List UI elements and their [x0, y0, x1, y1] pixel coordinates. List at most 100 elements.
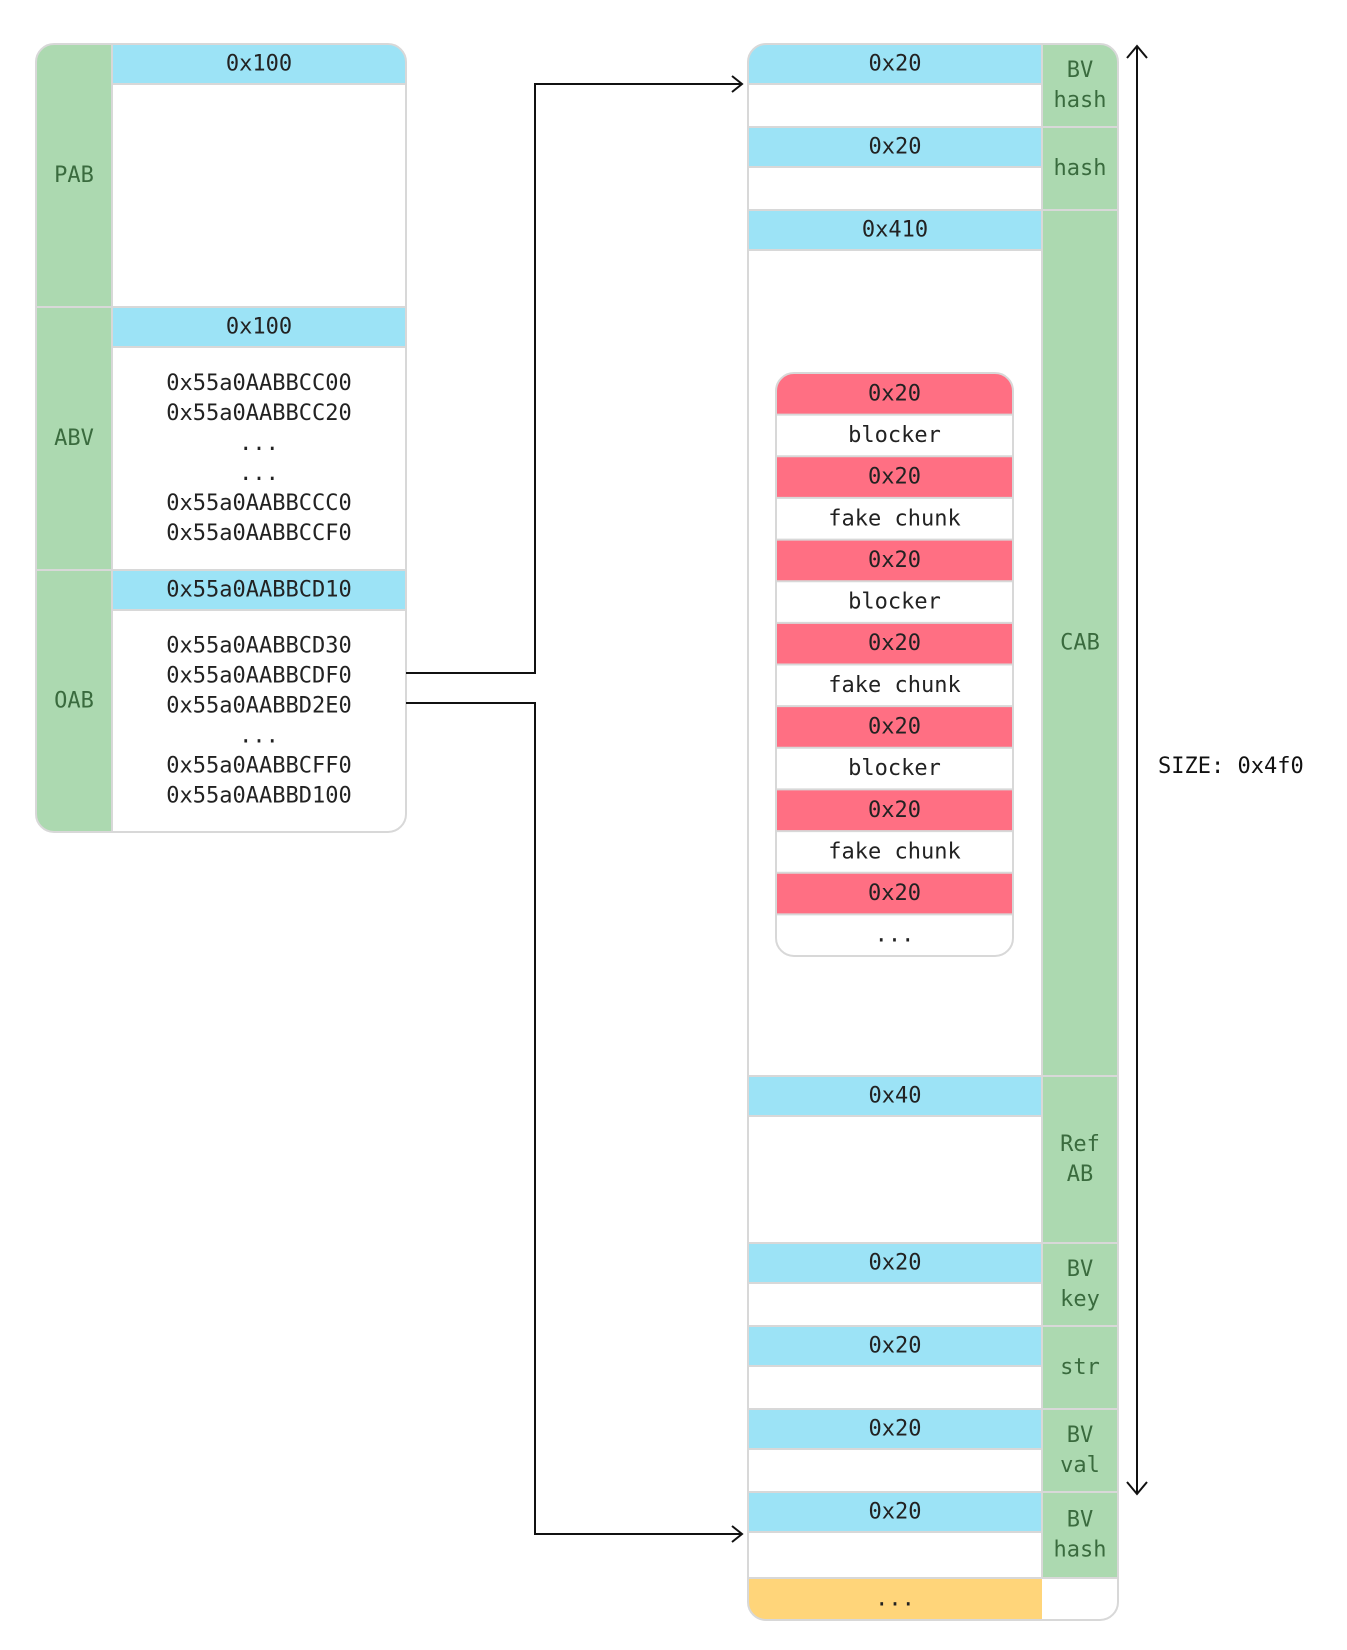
fake-chunk-row-10: 0x20	[868, 798, 921, 823]
pointer-arrow-to-first-chunk	[406, 83, 742, 674]
left-block-1-header-text: 0x100	[226, 315, 292, 340]
fake-chunk-body	[776, 831, 1013, 873]
right-chunk-0-header	[748, 44, 1042, 84]
arrowhead-last-chunk	[731, 1525, 744, 1543]
right-chunk-0-header-text: 0x20	[869, 52, 922, 77]
right-chunk-6-header	[748, 1409, 1042, 1449]
left-block-2-header	[112, 570, 406, 610]
fake-chunk-row-2: 0x20	[868, 465, 921, 490]
fake-chunk-row-0: 0x20	[868, 381, 921, 406]
right-chunk-5-label-0: str	[1060, 1355, 1100, 1380]
fake-chunk-header	[776, 539, 1013, 582]
fake-chunk-row-12: 0x20	[868, 881, 921, 906]
right-chunk-7-header	[748, 1492, 1042, 1532]
fake-chunk-row-7: fake chunk	[828, 673, 960, 698]
fake-chunk-header	[776, 456, 1013, 498]
top-chunk-text: ...	[875, 1587, 915, 1612]
right-chunk-6-label-cell	[1042, 1409, 1118, 1492]
left-block-1-label: ABV	[54, 426, 94, 451]
right-chunk-3-label-1: AB	[1067, 1162, 1094, 1187]
right-chunk-7-label-cell	[1042, 1492, 1118, 1578]
fake-chunk-header	[776, 789, 1013, 832]
right-chunk-7-header-text: 0x20	[869, 1500, 922, 1525]
right-chunk-2-label-0: CAB	[1060, 631, 1100, 656]
right-chunk-7-label-1: hash	[1054, 1538, 1107, 1563]
right-chunk-1-label-cell	[1042, 127, 1118, 210]
left-block-2-header-text: 0x55a0AABBCD10	[166, 578, 351, 603]
left-block-2-line-4: 0x55a0AABBCFF0	[166, 754, 351, 779]
right-chunk-4-header	[748, 1243, 1042, 1283]
left-block-2-line-1: 0x55a0AABBCDF0	[166, 664, 351, 689]
size-indicator: SIZE: 0x4f0	[1126, 44, 1304, 1496]
right-chunk-0-label-0: BV	[1067, 58, 1094, 83]
right-chunk-4-label-0: BV	[1067, 1257, 1094, 1282]
fake-chunk-row-8: 0x20	[868, 714, 921, 739]
fake-chunk-row-6: 0x20	[868, 631, 921, 656]
left-region-border	[35, 43, 407, 833]
fake-chunk-row-3: fake chunk	[828, 506, 960, 531]
arrowhead-first-chunk	[731, 75, 744, 93]
right-chunk-7-label-0: BV	[1067, 1508, 1094, 1533]
left-block-0-label-cell	[36, 44, 112, 307]
right-chunk-6-header-text: 0x20	[869, 1417, 922, 1442]
fake-chunk-row-1: blocker	[848, 423, 941, 448]
left-block-2-label-cell	[36, 570, 112, 832]
right-blank-corner	[1043, 1579, 1118, 1620]
left-block-1-line-2: ...	[239, 431, 279, 456]
left-block-1-header	[112, 307, 406, 347]
fake-chunk-row-5: blocker	[848, 590, 941, 615]
right-chunk-3-header	[748, 1076, 1042, 1116]
fake-chunk-body	[776, 414, 1013, 457]
fake-chunk-header	[776, 872, 1013, 915]
right-chunk-6-label-0: BV	[1067, 1423, 1094, 1448]
fake-chunk-body	[776, 581, 1013, 623]
fake-chunk-body	[776, 914, 1013, 956]
fake-chunk-row-13: ...	[875, 923, 915, 948]
left-block-1-line-5: 0x55a0AABBCCF0	[166, 521, 351, 546]
left-block-2-line-2: 0x55a0AABBD2E0	[166, 694, 351, 719]
left-block-1-line-3: ...	[239, 461, 279, 486]
right-chunk-4-header-text: 0x20	[869, 1251, 922, 1276]
left-block-0-header-text: 0x100	[226, 52, 292, 77]
right-chunk-4-label-cell	[1042, 1243, 1118, 1326]
left-block-2-line-3: ...	[239, 724, 279, 749]
right-chunk-5-header	[748, 1326, 1042, 1366]
right-chunk-2-label-cell	[1042, 210, 1118, 1076]
right-chunk-1-header	[748, 127, 1042, 167]
right-chunk-5-header-text: 0x20	[869, 1334, 922, 1359]
fake-chunk-header	[776, 373, 1013, 415]
fake-chunk-row-11: fake chunk	[828, 839, 960, 864]
right-chunk-1-label-0: hash	[1054, 156, 1107, 181]
left-block-1-label-cell	[36, 307, 112, 570]
left-block-0-header	[112, 44, 406, 84]
right-memory-region: BVhash0x20hash0x20CAB0x410RefAB0x40BVkey…	[748, 44, 1118, 1620]
fake-chunk-body	[776, 497, 1013, 540]
right-chunk-0-label-cell	[1042, 44, 1118, 127]
fake-chunk-body	[776, 664, 1013, 707]
inner-fake-chunk-region: 0x20 blocker 0x20 fake chunk 0x20 blocker 0x20…	[776, 373, 1013, 956]
inner-region-border	[775, 372, 1014, 957]
size-arrowhead-top	[1126, 44, 1148, 59]
fake-chunk-header	[776, 622, 1013, 665]
size-arrowhead-bottom	[1126, 1481, 1148, 1496]
fake-chunk-row-4: 0x20	[868, 548, 921, 573]
left-block-1-line-1: 0x55a0AABBCC20	[166, 401, 351, 426]
left-block-1-line-0: 0x55a0AABBCC00	[166, 371, 351, 396]
fake-chunk-row-9: blocker	[848, 756, 941, 781]
right-chunk-1-header-text: 0x20	[869, 135, 922, 160]
right-chunk-3-label-0: Ref	[1060, 1132, 1100, 1157]
pointer-arrow-to-last-chunk	[406, 702, 742, 1535]
left-block-2-line-0: 0x55a0AABBCD30	[166, 634, 351, 659]
right-region-border	[747, 43, 1119, 1621]
right-chunk-2-header	[748, 210, 1042, 250]
pointer-arrows	[406, 75, 744, 1543]
fake-chunk-header	[776, 706, 1013, 748]
size-label: SIZE: 0x4f0	[1158, 754, 1304, 779]
right-chunk-0-label-1: hash	[1054, 88, 1107, 113]
left-block-0-label: PAB	[54, 163, 94, 188]
right-chunk-6-label-1: val	[1060, 1453, 1100, 1478]
left-block-2-line-5: 0x55a0AABBD100	[166, 784, 351, 809]
top-chunk-cell	[748, 1578, 1042, 1620]
